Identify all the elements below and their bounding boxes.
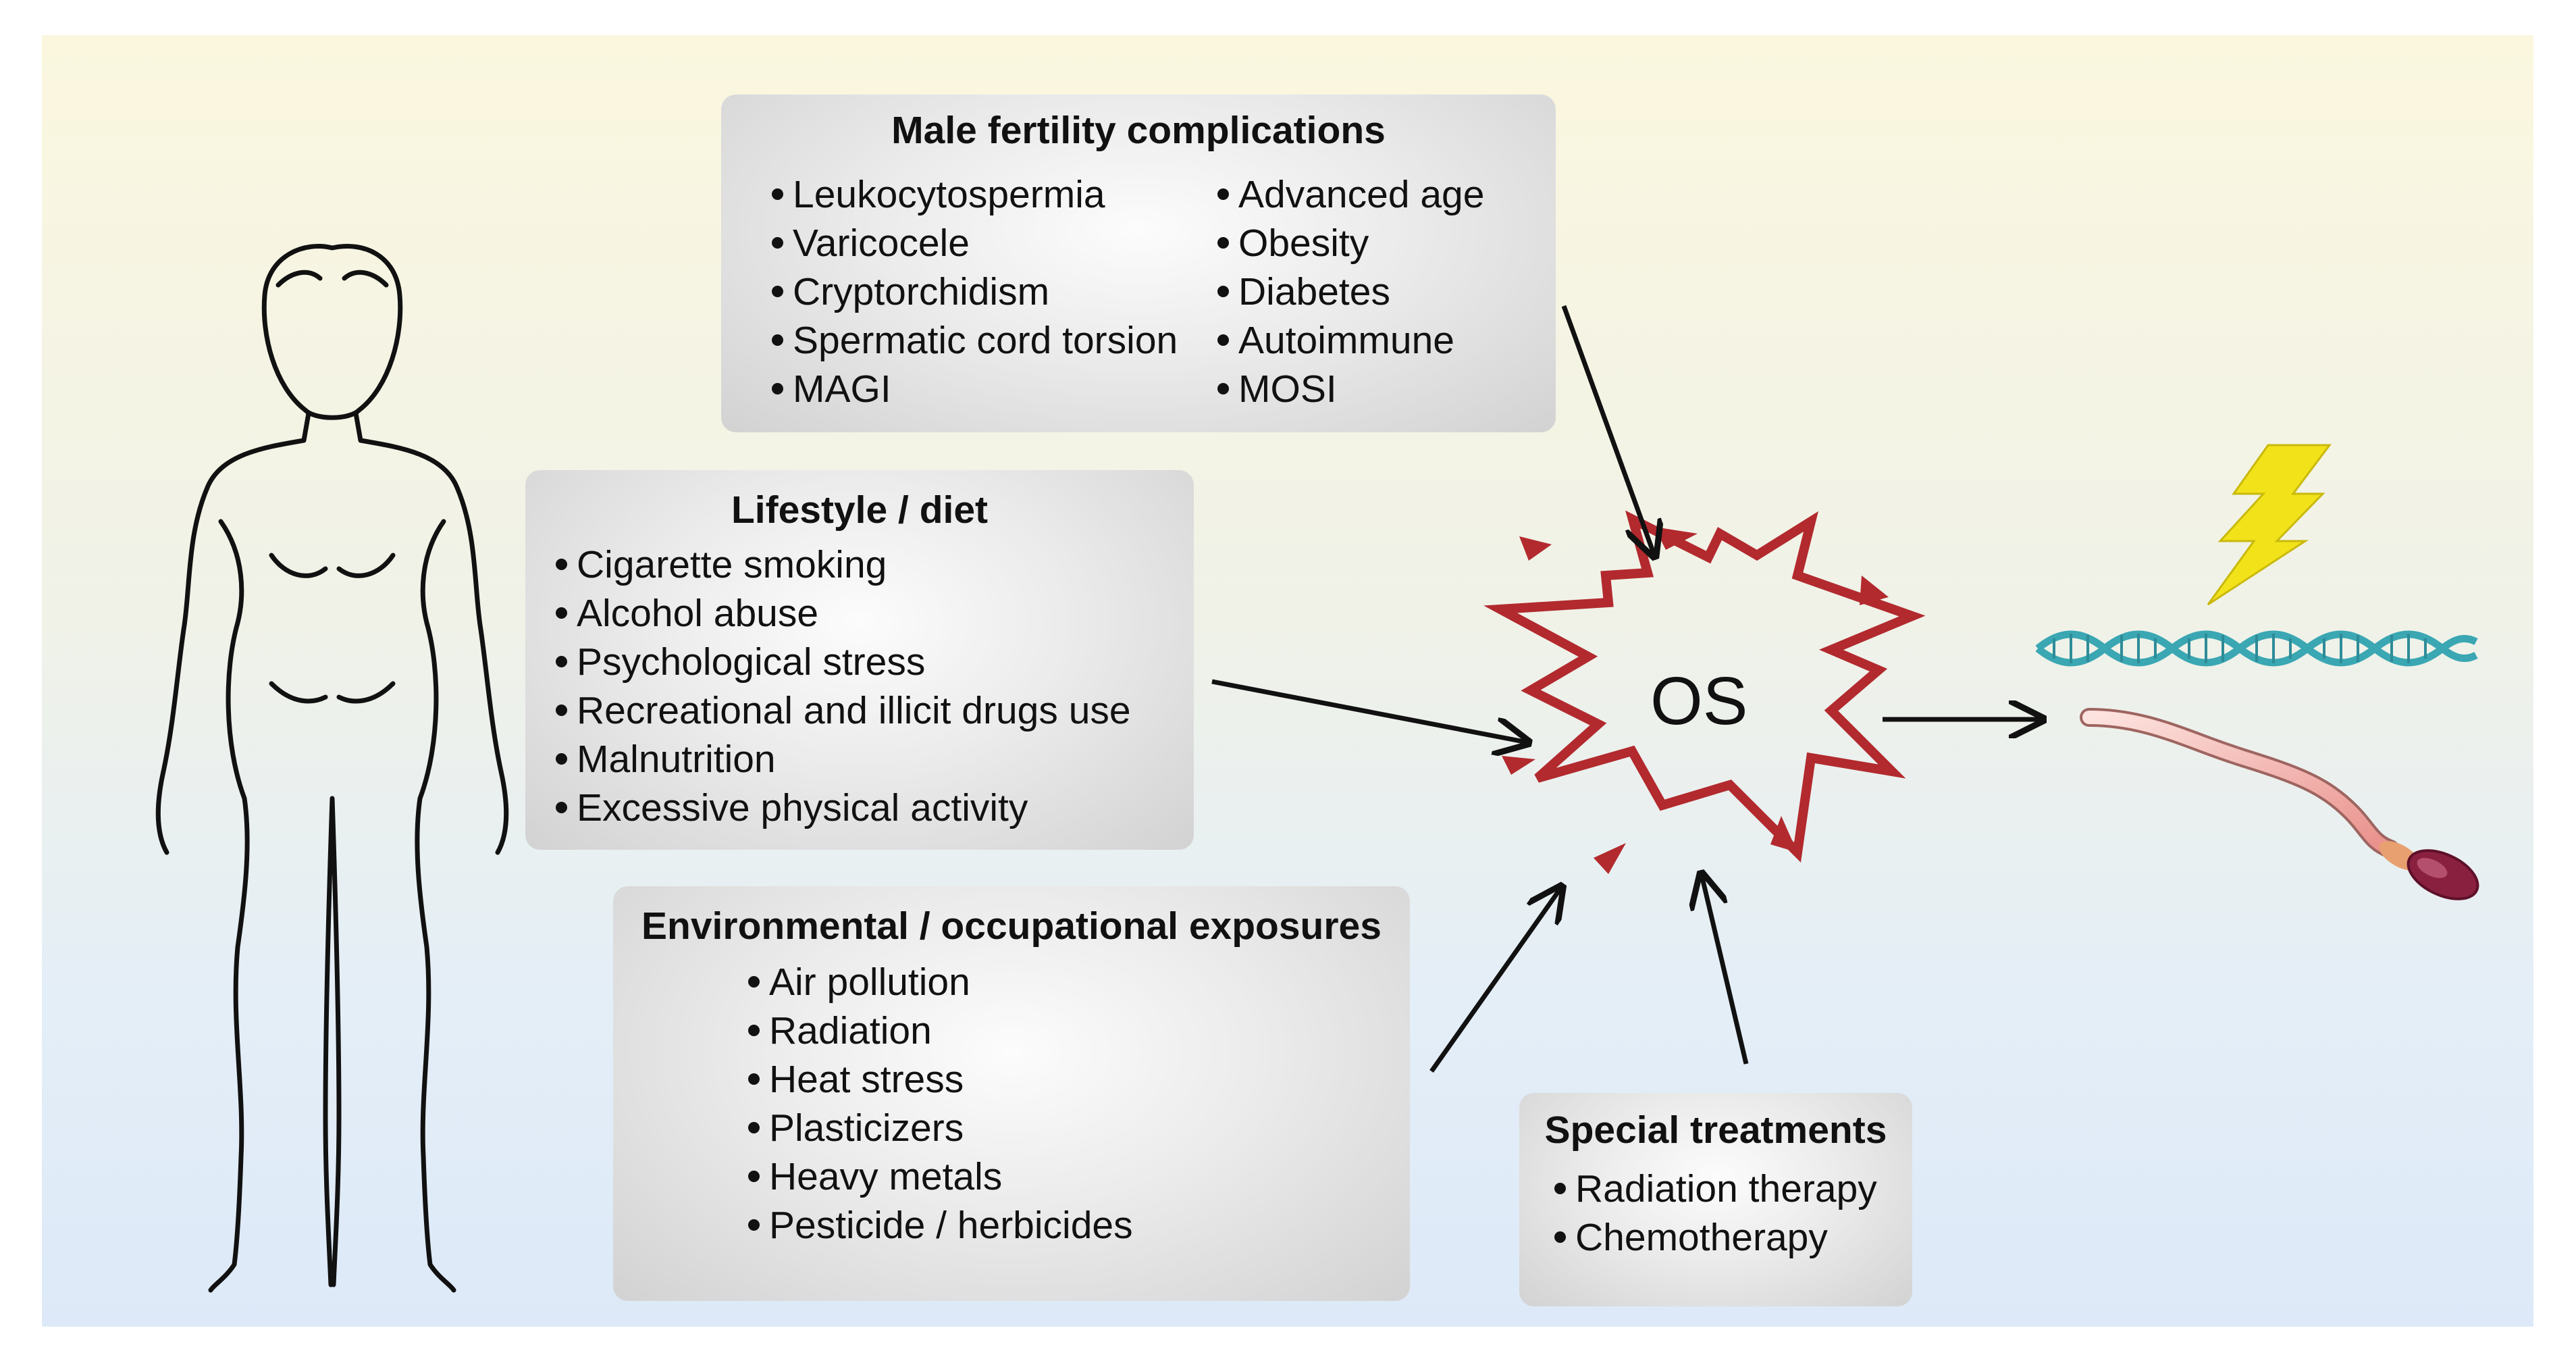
arrow-special-treatments-to-os: [1702, 875, 1749, 1065]
special-treatments-title: Special treatments: [1544, 1108, 1887, 1152]
list-item: Varicocele: [772, 224, 970, 263]
human-figure-icon: [155, 244, 509, 1293]
os-label: OS: [1650, 663, 1748, 739]
list-item: Radiation therapy: [1554, 1170, 1877, 1208]
list-item: Pesticide / herbicides: [748, 1206, 1133, 1245]
list-item: Chemotherapy: [1554, 1219, 1828, 1257]
lightning-icon: [2207, 444, 2332, 606]
lifestyle-title: Lifestyle / diet: [731, 488, 989, 532]
arrow-lifestyle-to-os: [1211, 679, 1527, 742]
list-item: Advanced age: [1217, 176, 1484, 214]
dna-icon: [2035, 630, 2478, 667]
list-item: Obesity: [1217, 224, 1369, 263]
male-fertility-title: Male fertility complications: [891, 109, 1386, 152]
list-item: Air pollution: [748, 963, 970, 1002]
arrow-environmental-to-os: [1429, 888, 1561, 1073]
list-item: Radiation: [748, 1012, 932, 1050]
list-item: Excessive physical activity: [556, 789, 1028, 827]
list-item: Alcohol abuse: [556, 594, 818, 633]
dna-rungs: [2053, 634, 2427, 663]
male-fertility-box: Male fertility complications Leukocytosp…: [721, 95, 1556, 432]
arrows: [1211, 305, 2042, 1073]
list-item: Heavy metals: [748, 1158, 1002, 1196]
list-item: Cigarette smoking: [556, 546, 887, 584]
environmental-box: Environmental / occupational exposures A…: [613, 886, 1410, 1301]
oxidative-stress-burst: [1483, 510, 1926, 863]
list-item: Psychological stress: [556, 643, 925, 682]
list-item: Malnutrition: [556, 740, 776, 779]
list-item: Autoimmune: [1217, 322, 1454, 360]
diagram-canvas: Male fertility complications Leukocytosp…: [42, 35, 2533, 1327]
special-treatments-box: Special treatments Radiation therapy Che…: [1519, 1093, 1912, 1306]
burst-fragments: [1502, 527, 1889, 874]
sperm-icon: [2080, 708, 2479, 900]
list-item: Recreational and illicit drugs use: [556, 692, 1131, 730]
list-item: Leukocytospermia: [772, 176, 1105, 214]
lifestyle-box: Lifestyle / diet Cigarette smoking Alcoh…: [525, 470, 1194, 850]
list-item: Cryptorchidism: [772, 273, 1049, 311]
arrow-male-fertility-to-os: [1561, 305, 1654, 555]
list-item: MAGI: [772, 370, 891, 409]
list-item: MOSI: [1217, 370, 1337, 409]
environmental-title: Environmental / occupational exposures: [641, 904, 1382, 948]
list-item: Plasticizers: [748, 1109, 964, 1148]
list-item: Heat stress: [748, 1060, 964, 1099]
list-item: Diabetes: [1217, 273, 1390, 311]
list-item: Spermatic cord torsion: [772, 322, 1178, 360]
graphics-layer: [155, 244, 2479, 1293]
